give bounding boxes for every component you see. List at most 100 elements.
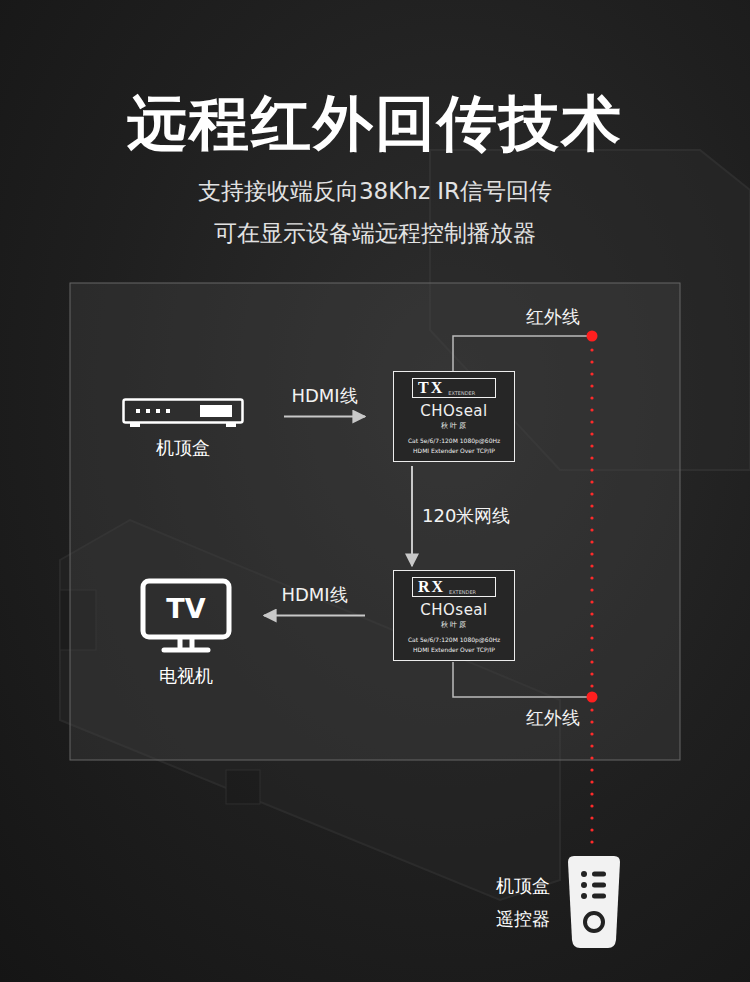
ir-dot xyxy=(590,684,593,687)
ir-dot xyxy=(590,552,593,555)
set-top-box-icon xyxy=(122,398,244,428)
ir-dot xyxy=(590,600,593,603)
tv-badge: TV xyxy=(140,578,232,640)
model-badge: RX EXTENDER xyxy=(412,577,496,597)
diagram-panel xyxy=(70,283,680,760)
button-dot xyxy=(156,409,160,413)
remote-button xyxy=(581,871,587,877)
tv-stand xyxy=(164,638,208,650)
background-device xyxy=(60,150,750,900)
ir-dot xyxy=(590,636,593,639)
brand-cn: 秋叶原 xyxy=(441,422,468,430)
extender-box: RX EXTENDER CHOseal 秋叶原 Cat 5e/6/7:120M 1080… xyxy=(393,570,515,661)
ir-dot xyxy=(590,756,593,759)
brand-name: CHOseal xyxy=(420,602,487,619)
spec-text: Cat 5e/6/7:120M 1080p@60Hz xyxy=(408,637,500,644)
ir-dot xyxy=(590,804,593,807)
box-foot xyxy=(226,423,236,427)
ir-dot xyxy=(590,780,593,783)
ir-dot xyxy=(590,384,593,387)
tv-set: TV 电视机 xyxy=(136,578,236,688)
remote-button xyxy=(581,882,587,888)
ir-dot xyxy=(590,672,593,675)
ir-dot xyxy=(590,744,593,747)
signal-arrow xyxy=(411,466,413,566)
spec-text: HDMI Extender Over TCP/IP xyxy=(413,448,495,455)
ir-dot xyxy=(590,444,593,447)
remote-dpad xyxy=(585,913,603,931)
model-badge: TX EXTENDER xyxy=(412,378,496,398)
remote-control: 机顶盒 遥控器 xyxy=(470,856,620,948)
remote-button xyxy=(581,893,587,899)
remote-button xyxy=(592,883,606,888)
tv-icon: TV xyxy=(140,578,232,656)
ir-dot xyxy=(590,768,593,771)
set-top-box: 机顶盒 xyxy=(118,398,248,460)
remote-icon xyxy=(568,856,620,948)
edge-label: HDMI线 xyxy=(291,385,357,407)
model-subtitle: EXTENDER xyxy=(448,389,475,397)
spec-text: HDMI Extender Over TCP/IP xyxy=(413,647,495,654)
remote-body xyxy=(568,856,620,948)
ir-dot xyxy=(590,792,593,795)
ir-dot xyxy=(590,504,593,507)
brand-cn: 秋叶原 xyxy=(441,621,468,629)
ir-dot xyxy=(590,396,593,399)
signal-label: 红外线 xyxy=(498,305,608,329)
signal-arrow xyxy=(264,615,365,617)
ir-signal-line xyxy=(590,348,593,843)
ir-dot xyxy=(590,360,593,363)
subtitle: 可在显示设备端远程控制播放器 xyxy=(75,218,675,249)
ir-dot xyxy=(587,331,598,342)
ir-dot xyxy=(587,692,598,703)
model-subtitle: EXTENDER xyxy=(449,588,476,596)
ir-dot xyxy=(590,420,593,423)
device-label: 机顶盒 xyxy=(156,436,210,460)
display-panel xyxy=(200,405,232,417)
ir-dot xyxy=(590,612,593,615)
ir-dot xyxy=(590,408,593,411)
ir-dot xyxy=(590,708,593,711)
ir-dot xyxy=(590,828,593,831)
button-dot xyxy=(136,409,140,413)
ir-dot xyxy=(590,624,593,627)
edge-label: 120米网线 xyxy=(422,505,510,527)
remote-button xyxy=(592,872,606,877)
button-dot xyxy=(146,409,150,413)
leader-line xyxy=(453,336,588,371)
ir-dot xyxy=(590,564,593,567)
remote-button xyxy=(592,894,606,899)
ir-dot xyxy=(590,588,593,591)
button-dot xyxy=(166,409,170,413)
leader-line xyxy=(453,662,588,697)
ir-dot xyxy=(590,732,593,735)
device-label: 机顶盒 遥控器 xyxy=(490,869,550,935)
ir-dot xyxy=(590,576,593,579)
ir-dot xyxy=(590,372,593,375)
signal-label: 红外线 xyxy=(498,706,608,730)
ir-dot xyxy=(590,516,593,519)
ir-dot xyxy=(590,840,593,843)
ir-dot xyxy=(590,540,593,543)
device-port xyxy=(226,770,260,804)
signal-arrow xyxy=(284,416,365,418)
ir-dot xyxy=(590,480,593,483)
ir-dot xyxy=(590,720,593,723)
model-name: RX xyxy=(418,578,445,596)
ir-dot xyxy=(590,432,593,435)
subtitle: 支持接收端反向38Khz IR信号回传 xyxy=(75,176,675,207)
brand-name: CHOseal xyxy=(420,403,487,420)
ir-dot xyxy=(590,648,593,651)
title: 远程红外回传技术 xyxy=(0,84,750,165)
box-foot xyxy=(130,423,140,427)
edge-label: HDMI线 xyxy=(281,584,347,606)
device-label: 电视机 xyxy=(159,664,213,688)
ir-dot xyxy=(590,816,593,819)
spec-text: Cat 5e/6/7:120M 1080p@60Hz xyxy=(408,438,500,445)
box-outline xyxy=(124,400,243,423)
model-name: TX xyxy=(418,379,444,397)
extender-box: TX EXTENDER CHOseal 秋叶原 Cat 5e/6/7:120M 1080… xyxy=(393,371,515,462)
ir-dot xyxy=(590,348,593,351)
ir-dot xyxy=(590,468,593,471)
